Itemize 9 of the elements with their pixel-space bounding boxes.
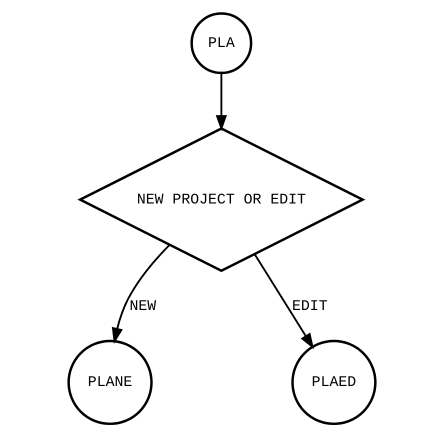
arrow (215, 73, 227, 132)
arrow (111, 244, 170, 344)
node-diamond: NEW PROJECT OR EDIT (76, 127, 365, 272)
node-circle: PLAED (290, 340, 376, 426)
node-circle: PLA (190, 12, 252, 74)
node-circle: PLANE (66, 340, 152, 426)
edge-label: NEW (128, 298, 156, 315)
arrow (254, 254, 314, 350)
edge-label: EDIT (292, 298, 328, 315)
